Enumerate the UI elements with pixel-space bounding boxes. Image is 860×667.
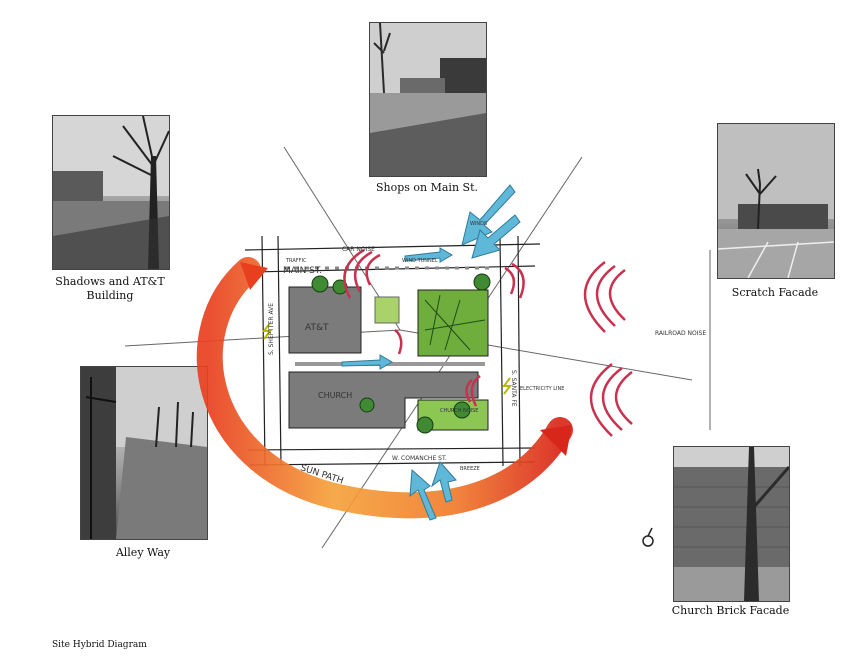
caption-alley: Alley Way <box>115 546 171 559</box>
wind-arrows <box>341 184 521 521</box>
photo-alley-image <box>81 367 207 539</box>
noise-symbols <box>343 248 633 437</box>
label-santa-fe: S. SANTA FE <box>510 370 517 407</box>
caption-scratch: Scratch Facade <box>731 286 819 299</box>
label-railroad: RAILROAD NOISE <box>655 330 706 337</box>
photo-alley-way <box>80 366 208 540</box>
church-building <box>288 371 479 429</box>
sun-path-end-arrow <box>540 425 572 456</box>
photo-shops-image <box>370 23 486 176</box>
sun-path-arc <box>196 257 573 519</box>
caption-church: Church Brick Facade <box>671 604 790 617</box>
north-arrow-icon <box>642 535 654 547</box>
alley-strip <box>295 362 485 366</box>
label-comanche: W. COMANCHE ST. <box>392 455 447 462</box>
green-park <box>417 289 489 357</box>
label-sheptter: S. SHEPTTER AVE <box>268 303 275 355</box>
footer-title: Site Hybrid Diagram <box>52 640 147 650</box>
label-church: CHURCH <box>318 391 352 400</box>
photo-scratch-image <box>718 124 834 278</box>
park-paths <box>424 294 486 351</box>
caption-shadows: Shadows and AT&T Building <box>55 275 165 302</box>
label-church-noise: CHURCH NOISE <box>440 408 478 414</box>
label-att: AT&T <box>305 323 329 333</box>
label-wind-tunnel: WIND TUNNEL <box>402 258 438 264</box>
photo-shadows-image <box>53 116 169 269</box>
caption-shops: Shops on Main St. <box>375 181 478 194</box>
label-car-noise: CAR NOISE <box>342 246 375 253</box>
electricity-icon <box>502 377 512 395</box>
small-green <box>374 296 400 324</box>
photo-church-brick <box>673 446 790 602</box>
label-electricity: ELECTRICITY LINE <box>520 386 564 392</box>
photo-scratch-facade <box>717 123 835 279</box>
photo-church-image <box>674 447 789 601</box>
label-main-st: MAIN ST. <box>283 266 322 276</box>
sun-path-start-arrow <box>240 262 268 290</box>
trees <box>311 273 491 434</box>
electricity-icon-west <box>262 322 272 340</box>
north-arrow-pointer <box>647 527 653 537</box>
label-winds: WINDS <box>470 221 487 227</box>
photo-shops-main-st <box>369 22 487 177</box>
photo-shadows-att <box>52 115 170 270</box>
label-breeze: BREEZE <box>460 466 480 472</box>
label-traffic: TRAFFIC <box>285 258 307 264</box>
